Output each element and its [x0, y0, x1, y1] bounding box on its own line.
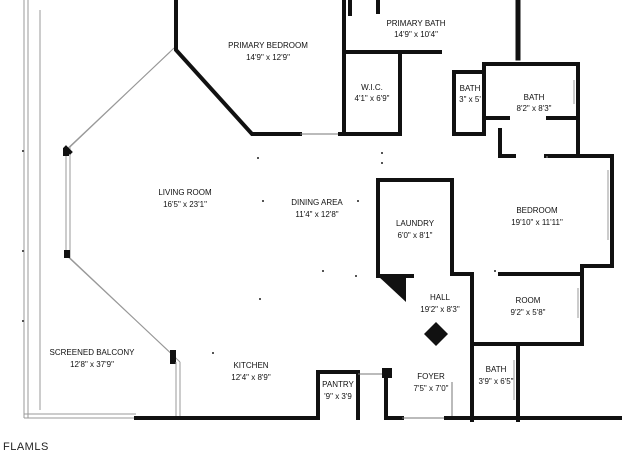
flamls-watermark: FLAMLS — [3, 441, 49, 453]
bedroom-dims: 19'10" x 11'11" — [511, 218, 563, 227]
lower-walls — [134, 368, 622, 420]
bath-lower-name: BATH — [486, 365, 507, 374]
primary-bath-walls — [348, 0, 614, 158]
wic-name: W.I.C. — [361, 83, 383, 92]
foyer-name: FOYER — [417, 372, 445, 381]
dining-area-name: DINING AREA — [291, 198, 343, 207]
hall-dims: 19'2" x 8'3" — [420, 305, 460, 314]
bath-small-name: BATH — [460, 84, 481, 93]
pantry-name: PANTRY — [322, 380, 354, 389]
primary-bedroom-walls — [174, 0, 442, 136]
pantry-dims: '9" x 3'9 — [324, 392, 352, 401]
room-labels: PRIMARY BEDROOM 14'9" x 12'9" PRIMARY BA… — [50, 19, 563, 401]
primary-bedroom-name: PRIMARY BEDROOM — [228, 41, 308, 50]
kitchen-dims: 12'4" x 8'9" — [231, 373, 271, 382]
laundry-walls — [376, 178, 454, 346]
bedroom-walls — [450, 154, 614, 422]
dining-area-dims: 11'4" x 12'8" — [295, 210, 338, 219]
foyer-dims: 7'5" x 7'0" — [414, 384, 449, 393]
laundry-name: LAUNDRY — [396, 219, 435, 228]
room-name: ROOM — [516, 296, 541, 305]
bedroom-name: BEDROOM — [516, 206, 558, 215]
bath-right-name: BATH — [524, 93, 545, 102]
kitchen-name: KITCHEN — [233, 361, 268, 370]
primary-bath-dims: 14'9" x 10'4" — [394, 30, 438, 39]
hall-name: HALL — [430, 293, 451, 302]
room-dims: 9'2" x 5'8" — [511, 308, 546, 317]
bath-small-dims: 3" x 5' — [459, 95, 481, 104]
laundry-dims: 6'0" x 8'1" — [398, 231, 433, 240]
primary-bath-name: PRIMARY BATH — [386, 19, 445, 28]
living-room-glass-wall — [63, 47, 181, 416]
bath-right-dims: 8'2" x 8'3" — [517, 104, 552, 113]
bath-lower-dims: 3'9" x 6'5" — [479, 377, 514, 386]
primary-bedroom-dims: 14'9" x 12'9" — [246, 53, 290, 62]
living-room-dims: 16'5" x 23'1" — [163, 200, 207, 209]
screened-balcony-dims: 12'8" x 37'9" — [70, 360, 114, 369]
screened-balcony-name: SCREENED BALCONY — [50, 348, 136, 357]
balcony-screen-lines — [23, 0, 136, 419]
living-room-name: LIVING ROOM — [158, 188, 212, 197]
wic-dims: 4'1" x 6'9" — [355, 94, 390, 103]
plan-markers — [22, 150, 548, 354]
